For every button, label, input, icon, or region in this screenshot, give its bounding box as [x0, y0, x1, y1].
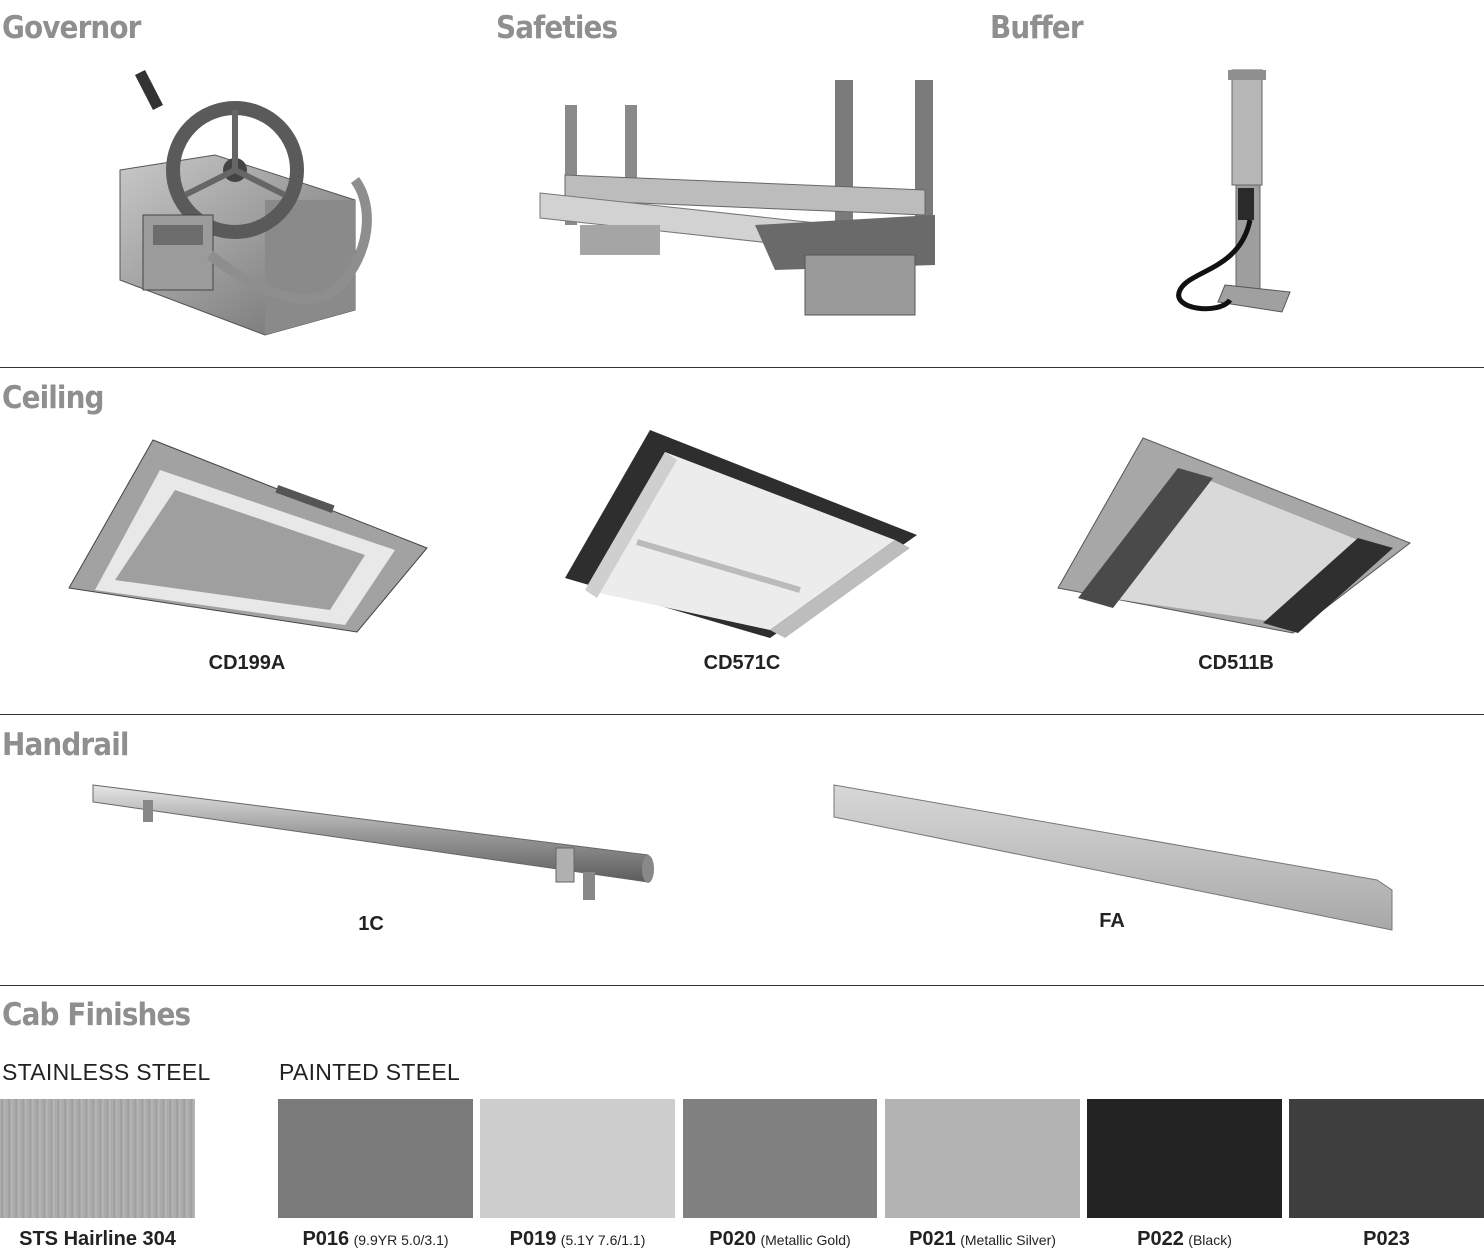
finish-code: STS Hairline 304 — [19, 1228, 176, 1250]
swatch-p022 — [1087, 1099, 1282, 1218]
handrail-heading: Handrail — [2, 727, 129, 763]
swatch-p021 — [885, 1099, 1080, 1218]
stainless-steel-label: STAINLESS STEEL — [2, 1059, 211, 1085]
finish-code: P021 — [909, 1228, 956, 1250]
section-divider — [0, 367, 1484, 368]
ceiling-code-cd511b: CD511B — [1198, 652, 1274, 674]
finish-code: P016 — [302, 1228, 350, 1250]
finish-label-p019: P019 (5.1Y 7.6/1.1) — [480, 1228, 675, 1251]
buffer-heading: Buffer — [990, 10, 1084, 46]
finish-label-p020: P020 (Metallic Gold) — [683, 1228, 877, 1251]
finish-label-p022: P022 (Black) — [1087, 1228, 1282, 1251]
swatch-p016 — [278, 1099, 473, 1218]
finish-label-p021: P021 (Metallic Silver) — [885, 1228, 1080, 1251]
finish-label-p023: P023 — [1289, 1228, 1484, 1251]
painted-steel-label: PAINTED STEEL — [279, 1059, 461, 1085]
ceiling-code-cd571c: CD571C — [703, 652, 781, 674]
section-divider — [0, 714, 1484, 715]
governor-heading: Governor — [2, 10, 141, 46]
finish-label-p016: P016 (9.9YR 5.0/3.1) — [278, 1228, 473, 1251]
finish-note: (Metallic Gold) — [760, 1232, 851, 1248]
finish-code: P022 — [1137, 1228, 1184, 1250]
swatch-p023 — [1289, 1099, 1484, 1218]
ceiling-heading: Ceiling — [2, 380, 105, 416]
finish-note: (9.9YR 5.0/3.1) — [353, 1232, 449, 1248]
ceiling-image-cd511b — [1057, 437, 1412, 634]
buffer-image — [1176, 69, 1291, 313]
section-divider — [0, 985, 1484, 986]
ceiling-code-cd199a: CD199A — [208, 652, 286, 674]
swatch-p020 — [683, 1099, 877, 1218]
handrail-image-1c — [92, 784, 654, 900]
handrail-code-1c: 1C — [358, 913, 384, 935]
finish-code: P019 — [509, 1228, 557, 1250]
finish-code: P023 — [1363, 1228, 1410, 1250]
ceiling-image-cd199a — [68, 439, 428, 633]
cab-finishes-heading: Cab Finishes — [2, 997, 191, 1033]
finish-note: (5.1Y 7.6/1.1) — [560, 1232, 646, 1248]
safeties-image — [539, 80, 935, 316]
finish-note: (Black) — [1188, 1232, 1232, 1248]
swatch-sts-hairline-304 — [0, 1099, 195, 1218]
finish-code: P020 — [709, 1228, 756, 1250]
governor-image — [119, 70, 372, 336]
ceiling-image-cd571c — [565, 430, 917, 638]
safeties-heading: Safeties — [496, 10, 618, 46]
handrail-code-fa: FA — [1099, 910, 1125, 932]
handrail-image-fa — [833, 784, 1393, 931]
finish-note: (Metallic Silver) — [960, 1232, 1056, 1248]
finish-label-sts-hairline-304: STS Hairline 304 — [0, 1228, 195, 1251]
swatch-p019 — [480, 1099, 675, 1218]
